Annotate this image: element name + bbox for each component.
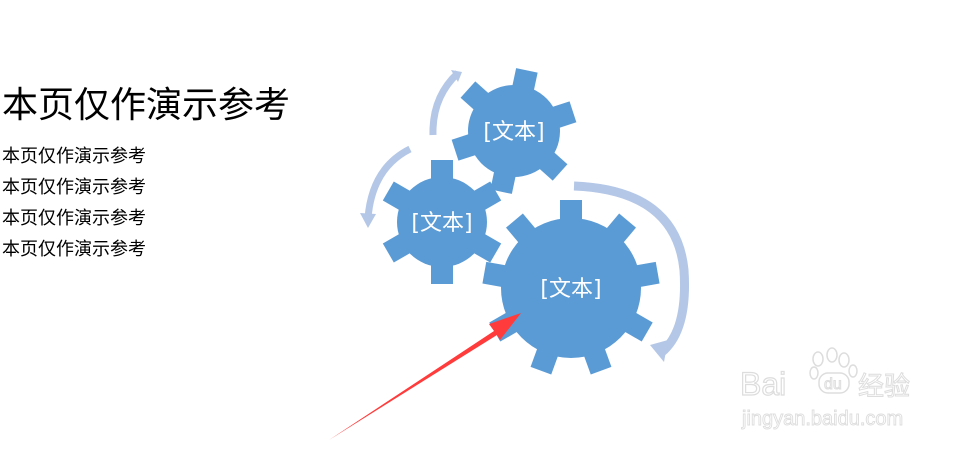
bullet-list: 本页仅作演示参考 本页仅作演示参考 本页仅作演示参考 本页仅作演示参考 xyxy=(2,141,146,265)
watermark-url: jingyan.baidu.com xyxy=(741,408,903,430)
bullet-item: 本页仅作演示参考 xyxy=(2,239,146,260)
bullet-item: 本页仅作演示参考 xyxy=(2,146,146,167)
bullet-item: 本页仅作演示参考 xyxy=(2,177,146,198)
cycle-arrow-right xyxy=(573,181,689,362)
gear-top xyxy=(451,68,577,194)
svg-text:du: du xyxy=(824,376,842,393)
cycle-arrow-top xyxy=(429,70,462,136)
svg-text:Bai: Bai xyxy=(740,366,786,402)
gear-large-label: [文本] xyxy=(540,277,601,302)
gear-left xyxy=(382,160,502,284)
annotation-arrow xyxy=(329,313,521,440)
gear-top-label: [文本] xyxy=(483,120,544,145)
bullet-item: 本页仅作演示参考 xyxy=(2,208,146,229)
gear-large xyxy=(482,200,660,375)
cycle-arrow-left xyxy=(360,145,412,228)
svg-text:经验: 经验 xyxy=(858,372,910,402)
slide-title: 本页仅作演示参考 xyxy=(2,85,291,126)
gear-left-label: [文本] xyxy=(411,211,472,236)
paw-icon xyxy=(809,347,858,394)
baidu-watermark: Bai du 经验 jingyan.baidu.com xyxy=(740,347,911,430)
